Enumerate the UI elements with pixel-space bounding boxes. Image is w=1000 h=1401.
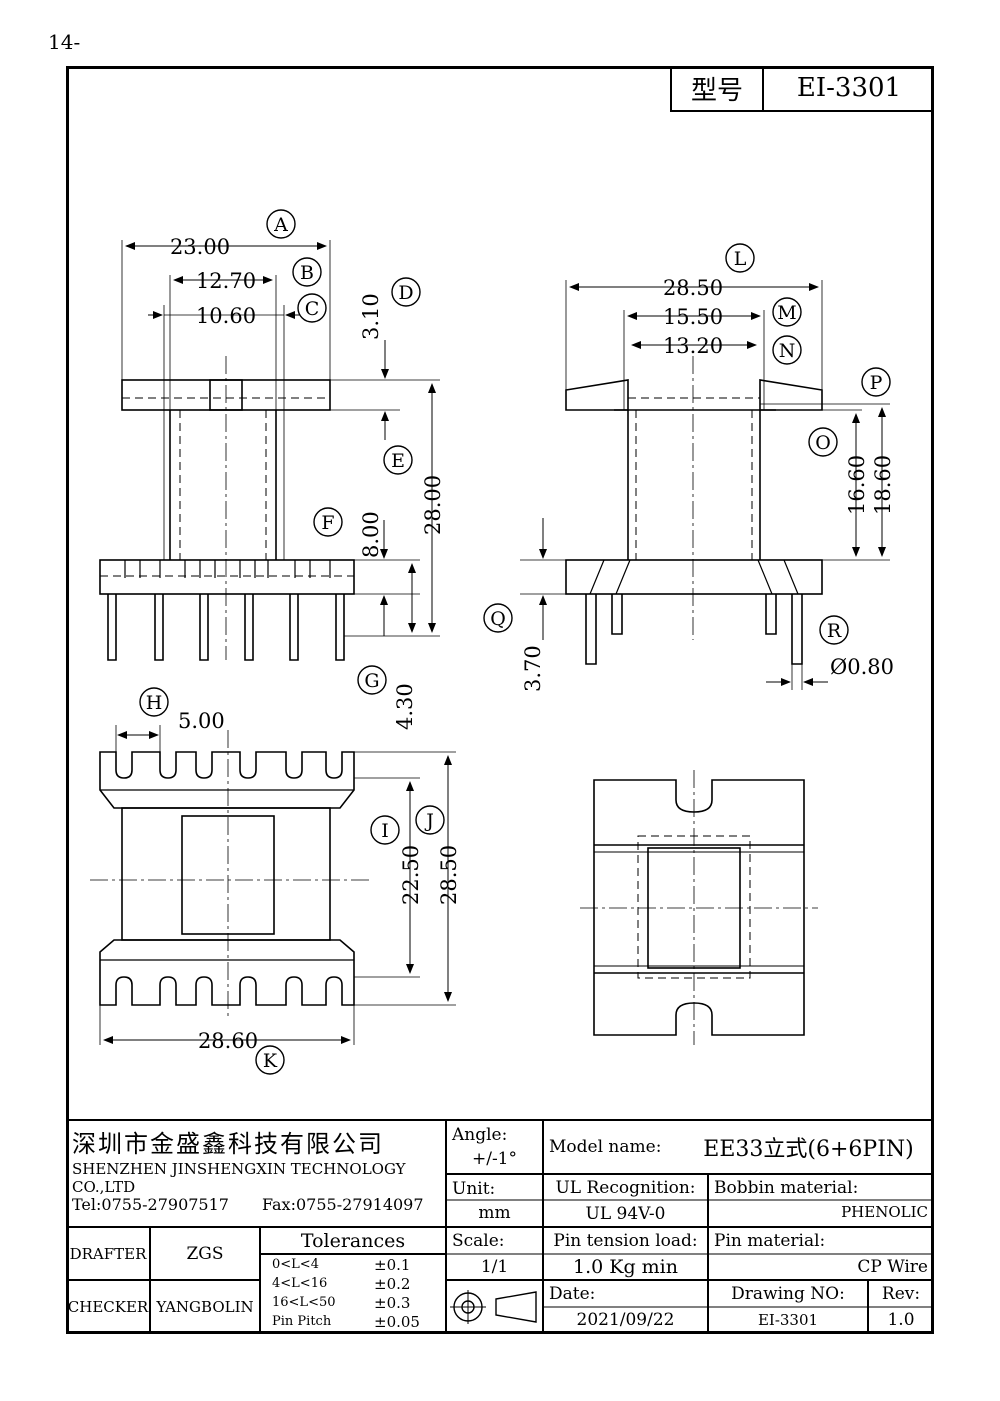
bobbin-value: PHENOLIC [841, 1203, 928, 1221]
letter-j: J [424, 810, 434, 832]
rev-label: Rev: [881, 1284, 921, 1304]
page-number: 14- [48, 30, 81, 54]
top-view [90, 725, 456, 1045]
tolerance-range: 4<L<16 [272, 1276, 328, 1291]
pin-tension-label: Pin tension load: [553, 1231, 698, 1251]
dim-g: 4.30 [393, 683, 417, 730]
dim-f: 8.00 [359, 511, 383, 558]
rev-value: 1.0 [887, 1310, 915, 1330]
letter-q: Q [490, 608, 506, 630]
dim-m: 15.50 [663, 305, 723, 329]
letter-h: H [146, 692, 163, 714]
model-box: 型号 EI-3301 [670, 66, 934, 112]
drawing-no-label: Drawing NO: [731, 1284, 845, 1304]
tolerance-value: ±0.3 [374, 1293, 411, 1312]
model-name-label: Model name: [549, 1137, 662, 1157]
letter-b: B [300, 262, 314, 284]
tolerance-value: ±0.2 [374, 1274, 411, 1293]
dim-d: 3.10 [359, 293, 383, 340]
callout-letters: A B C D E F G H I J K L M N P O Q R [146, 214, 883, 1072]
company-tel: Tel:0755-27907517 [72, 1194, 229, 1214]
callout-circles [139, 209, 891, 1075]
pin-material-value: CP Wire [857, 1257, 928, 1277]
pin-material-label: Pin material: [714, 1231, 826, 1251]
letter-o: O [815, 432, 831, 454]
tolerance-value: ±0.05 [374, 1312, 420, 1331]
model-name-value: EE33立式(6+6PIN) [703, 1137, 914, 1162]
dim-o: 16.60 [845, 455, 869, 515]
date-value: 2021/09/22 [576, 1310, 675, 1330]
drafter-label: DRAFTER [69, 1244, 147, 1263]
company-name-cn: 深圳市金盛鑫科技有限公司 [72, 1129, 384, 1158]
dim-k: 28.60 [198, 1029, 258, 1053]
model-label: 型号 [672, 66, 764, 110]
dim-l: 28.50 [663, 276, 723, 300]
angle-value: +/-1° [471, 1149, 518, 1169]
drawing-no-value: EI-3301 [757, 1311, 819, 1329]
letter-k: K [263, 1050, 278, 1072]
projection-symbol-icon [450, 1290, 537, 1324]
unit-value: mm [478, 1203, 511, 1223]
letter-m: M [777, 302, 796, 324]
angle-label: Angle: [452, 1125, 508, 1145]
scale-label: Scale: [452, 1231, 505, 1251]
title-block: 深圳市金盛鑫科技有限公司 SHENZHEN JINSHENGXIN TECHNO… [66, 1120, 934, 1334]
drafter-value: ZGS [186, 1243, 224, 1264]
dim-p: 18.60 [871, 455, 895, 515]
letter-i: I [381, 820, 389, 842]
letter-e: E [391, 450, 405, 472]
dim-j: 28.50 [437, 845, 461, 905]
tolerance-range: Pin Pitch [272, 1314, 332, 1329]
bobbin-label: Bobbin material: [714, 1178, 859, 1198]
drawing-frame [66, 66, 934, 1334]
ul-value: UL 94V-0 [585, 1204, 666, 1224]
tolerance-range: 0<L<4 [272, 1257, 319, 1272]
letter-d: D [398, 282, 413, 304]
letter-l: L [734, 248, 747, 270]
checker-label: CHECKER [67, 1298, 149, 1316]
letter-n: N [779, 340, 796, 362]
dim-a: 23.00 [170, 235, 230, 259]
bottom-view [580, 770, 818, 1045]
dim-n: 13.20 [663, 334, 723, 358]
dim-h: 5.00 [178, 709, 225, 733]
letter-g: G [364, 670, 379, 692]
front-view [99, 240, 440, 661]
company-fax: Fax:0755-27914097 [262, 1194, 424, 1214]
scale-value: 1/1 [480, 1257, 509, 1277]
model-value: EI-3301 [796, 73, 902, 103]
title-block-grid [66, 1119, 934, 1334]
dimension-values: 23.00 12.70 10.60 3.10 28.00 8.00 4.30 5… [170, 235, 895, 1053]
dim-q: 3.70 [521, 645, 545, 692]
company-name-en: SHENZHEN JINSHENGXIN TECHNOLOGY CO.,LTD [72, 1160, 406, 1196]
letter-f: F [321, 512, 334, 534]
letter-r: R [827, 620, 842, 642]
letter-c: C [305, 298, 320, 320]
dim-front-height: 28.00 [421, 475, 445, 535]
dim-i: 22.50 [399, 845, 423, 905]
tolerance-range: 16<L<50 [272, 1295, 336, 1310]
ul-label: UL Recognition: [555, 1178, 696, 1198]
letter-p: P [870, 372, 883, 394]
tolerance-value: ±0.1 [374, 1255, 411, 1274]
dim-r: Ø0.80 [830, 655, 894, 679]
dim-b: 12.70 [196, 269, 256, 293]
unit-label: Unit: [452, 1179, 496, 1199]
checker-value: YANGBOLIN [156, 1298, 254, 1316]
letter-a: A [273, 214, 288, 236]
side-view [520, 280, 890, 690]
date-label: Date: [549, 1284, 596, 1304]
pin-tension-value: 1.0 Kg min [573, 1256, 678, 1278]
tolerances-title: Tolerances [300, 1229, 406, 1252]
dim-c: 10.60 [196, 304, 256, 328]
